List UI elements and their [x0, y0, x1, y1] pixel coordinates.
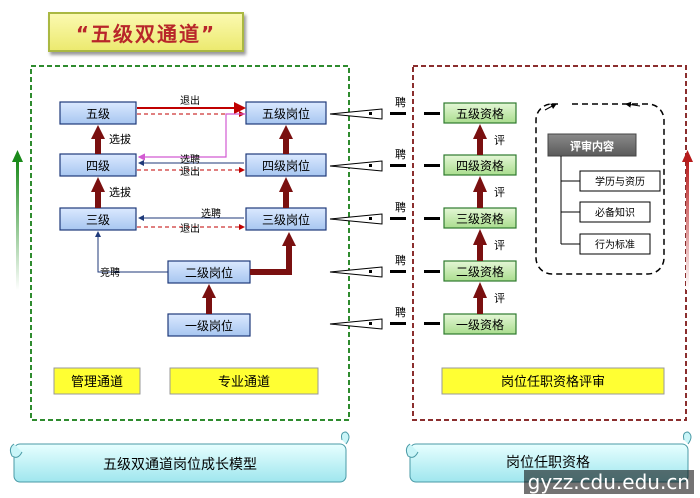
- review-item-knowledge: [579, 201, 651, 223]
- mgmt-level-4-label: 四级: [86, 159, 110, 173]
- qualification-level-5-label: 五级资格: [456, 106, 504, 121]
- mgmt-up-arrows: [91, 125, 105, 208]
- hire-label-1: 聘: [395, 305, 406, 319]
- evaluate-label-3: 评: [494, 186, 505, 199]
- qualification-level-5: [443, 102, 517, 124]
- evaluate-label-4: 评: [494, 134, 505, 147]
- post-level-5: [245, 101, 327, 125]
- post-up-arrows: [202, 125, 296, 314]
- qualification-review-label: 岗位任职资格评审: [501, 374, 605, 390]
- qualification-up-arrows: [473, 124, 487, 314]
- select-label-1: 选拔: [109, 132, 131, 146]
- hire-label-2: 聘: [395, 253, 406, 267]
- watermark: gyzz.cdu.edu.cn: [523, 470, 694, 494]
- hire-label-3: 聘: [395, 200, 406, 214]
- left-scroll: 五级双通道岗位成长模型: [9, 431, 350, 483]
- qualification-level-3-label: 三级资格: [456, 211, 504, 226]
- management-channel-label: 管理通道: [71, 375, 123, 390]
- professional-channel-box: [169, 367, 319, 395]
- professional-channel-label: 专业通道: [218, 375, 270, 390]
- review-item-behavior-label: 行为标准: [595, 238, 635, 251]
- management-channel-box: [53, 367, 141, 395]
- post-level-1-label: 一级岗位: [185, 318, 233, 333]
- evaluate-label-2: 评: [494, 239, 505, 252]
- evaluate-label-1: 评: [494, 292, 505, 305]
- qualification-level-1-label: 一级资格: [456, 317, 504, 332]
- select-label-2: 选拔: [109, 185, 131, 199]
- mgmt-level-5: [59, 101, 137, 125]
- post-level-3-label: 三级岗位: [262, 212, 310, 227]
- hire-label-5: 聘: [395, 95, 406, 109]
- mgmt-level-5-label: 五级: [86, 107, 110, 121]
- hire-label-4: 聘: [395, 147, 406, 161]
- page-title: “五级双通道”: [75, 21, 217, 46]
- hire-connectors: [329, 108, 440, 330]
- review-item-education-label: 学历与资历: [595, 175, 645, 188]
- exit-label-5: 退出: [180, 94, 200, 107]
- selection-arrows: [95, 113, 246, 273]
- post-level-4-label: 四级岗位: [262, 158, 310, 173]
- left-scroll-label: 五级双通道岗位成长模型: [103, 457, 257, 473]
- post-level-2-label: 二级岗位: [185, 265, 233, 280]
- qualification-level-2-label: 二级资格: [456, 264, 504, 279]
- select-hire-label-3: 选聘: [201, 207, 221, 220]
- title-banner: “五级双通道”: [48, 12, 244, 52]
- review-item-education: [579, 170, 661, 192]
- right-progress-arrow: [682, 150, 693, 290]
- review-title: 评审内容: [570, 139, 614, 153]
- left-progress-arrow: [12, 150, 23, 290]
- qualification-level-4-label: 四级资格: [456, 158, 504, 173]
- mgmt-level-3-label: 三级: [86, 213, 110, 227]
- right-scroll-label: 岗位任职资格: [506, 455, 590, 471]
- exit-label-4: 退出: [180, 165, 200, 178]
- exit-label-3: 退出: [180, 222, 200, 235]
- compete-label: 竞聘: [100, 266, 120, 279]
- exit-arrows: [137, 102, 246, 230]
- select-hire-label-4: 选聘: [180, 153, 200, 166]
- qualification-review-box: [441, 367, 665, 395]
- review-panel: [535, 103, 665, 275]
- review-item-behavior: [579, 233, 651, 255]
- post-level-5-label: 五级岗位: [262, 106, 310, 121]
- review-title-box: [547, 133, 637, 157]
- review-item-knowledge-label: 必备知识: [595, 206, 635, 219]
